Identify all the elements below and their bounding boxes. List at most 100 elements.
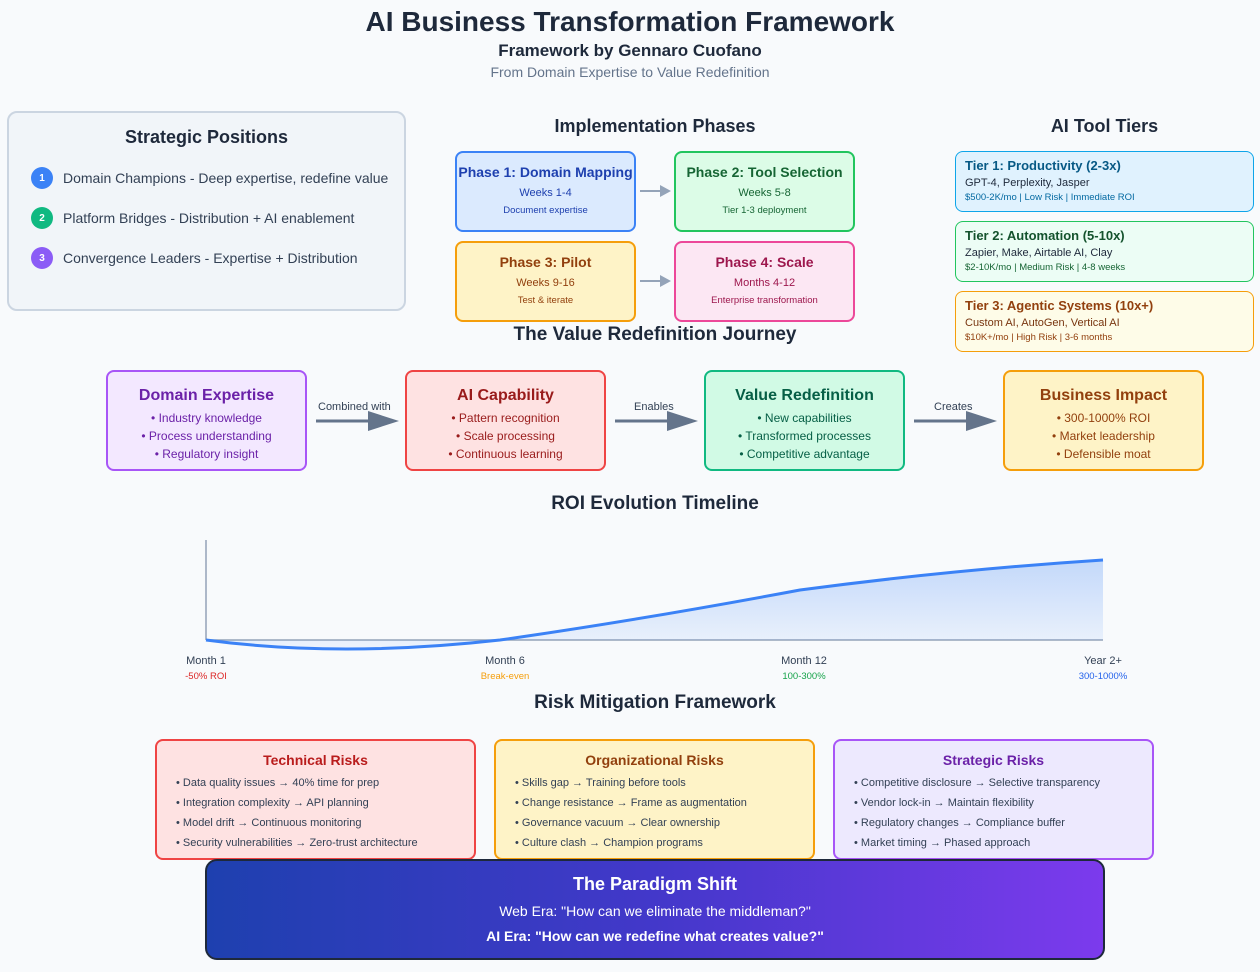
risk-item: • Culture clash → Champion programs	[515, 837, 703, 849]
journey-box-line: • Defensible moat	[1056, 447, 1151, 461]
strategic-positions-title: Strategic Positions	[124, 127, 289, 147]
phase-title: Phase 2: Tool Selection	[686, 164, 843, 180]
journey-box-line: • New capabilities	[757, 411, 852, 425]
risk-item: • Governance vacuum → Clear ownership	[515, 817, 720, 829]
phase-title: Phase 4: Scale	[715, 254, 814, 270]
position-label: Platform Bridges - Distribution + AI ena…	[63, 210, 355, 226]
page-subtitle: Framework by Gennaro Cuofano	[498, 41, 762, 60]
page-title: AI Business Transformation Framework	[365, 6, 895, 37]
risk-card-organizational: Organizational Risks • Skills gap → Trai…	[494, 739, 815, 860]
roi-milestone-value: -50% ROI	[185, 671, 227, 682]
position-label: Convergence Leaders - Expertise + Distri…	[63, 250, 358, 266]
tier-card: Tier 3: Agentic Systems (10x+) Custom AI…	[955, 291, 1254, 352]
connector-label: Combined with	[318, 401, 391, 413]
journey-box-line: • Competitive advantage	[739, 447, 870, 461]
tier-card: Tier 2: Automation (5-10x) Zapier, Make,…	[955, 221, 1254, 282]
journey-box-line: • 300-1000% ROI	[1056, 411, 1151, 425]
roi-line	[205, 558, 1104, 651]
risk-card-strategic: Strategic Risks • Competitive disclosure…	[833, 739, 1154, 860]
phase-weeks: Weeks 9-16	[516, 277, 575, 289]
tier-tools: GPT-4, Perplexity, Jasper	[965, 177, 1090, 189]
tier-meta: $10K+/mo | High Risk | 3-6 months	[965, 332, 1113, 343]
phase-card: Phase 4: Scale Months 4-12 Enterprise tr…	[674, 241, 855, 322]
arrow-right-icon	[640, 185, 671, 197]
journey-box-line: • Continuous learning	[448, 447, 563, 461]
arrow-right-icon	[640, 275, 671, 287]
strategic-position-item: 1 Domain Champions - Deep expertise, red…	[31, 166, 388, 190]
phase-desc: Document expertise	[503, 205, 588, 216]
roi-area	[206, 560, 1103, 649]
roi-curve-chart	[205, 540, 1104, 651]
risk-item: • Market timing → Phased approach	[854, 837, 1031, 849]
journey-box-title: Business Impact	[1039, 387, 1168, 404]
connector-label: Enables	[634, 401, 674, 413]
roi-milestone-value: 300-1000%	[1078, 671, 1128, 682]
paradigm-web-era: Web Era: "How can we eliminate the middl…	[499, 903, 811, 919]
risk-item: • Integration complexity → API planning	[176, 797, 369, 809]
paradigm-shift-banner: The Paradigm Shift Web Era: "How can we …	[205, 859, 1105, 960]
arrow-right-icon	[316, 411, 399, 431]
arrow-right-icon	[615, 411, 698, 431]
tier-tools: Custom AI, AutoGen, Vertical AI	[965, 317, 1120, 329]
phase-card: Phase 2: Tool Selection Weeks 5-8 Tier 1…	[674, 151, 855, 232]
journey-box-domain-expertise: Domain Expertise • Industry knowledge • …	[106, 370, 307, 471]
roi-milestone-value: Break-even	[480, 671, 530, 682]
phase-desc: Tier 1-3 deployment	[722, 205, 807, 216]
tier-title: Tier 1: Productivity (2-3x)	[965, 158, 1121, 173]
connector-label: Creates	[934, 401, 973, 413]
journey-box-title: Domain Expertise	[138, 387, 275, 404]
page-tagline: From Domain Expertise to Value Redefinit…	[490, 64, 770, 80]
risk-card-title: Strategic Risks	[942, 752, 1045, 768]
journey-box-line: • Market leadership	[1052, 429, 1155, 443]
roi-milestone-label: Month 6	[485, 655, 525, 667]
ai-tool-tiers-title: AI Tool Tiers	[1050, 116, 1159, 136]
phase-title: Phase 3: Pilot	[499, 254, 592, 270]
journey-box-title: AI Capability	[457, 387, 554, 404]
risk-item: • Skills gap → Training before tools	[515, 777, 686, 789]
tier-meta: $500-2K/mo | Low Risk | Immediate ROI	[965, 192, 1135, 203]
position-number-badge: 2	[31, 207, 53, 229]
phase-card: Phase 3: Pilot Weeks 9-16 Test & iterate	[455, 241, 636, 322]
roi-milestone-label: Year 2+	[1084, 655, 1122, 667]
risk-card-title: Organizational Risks	[585, 752, 724, 768]
phase-title: Phase 1: Domain Mapping	[458, 164, 633, 180]
journey-box-title: Value Redefinition	[735, 387, 874, 404]
paradigm-title: The Paradigm Shift	[572, 874, 738, 894]
tier-card: Tier 1: Productivity (2-3x) GPT-4, Perpl…	[955, 151, 1254, 212]
risk-item: • Model drift → Continuous monitoring	[176, 817, 362, 829]
paradigm-ai-era: AI Era: "How can we redefine what create…	[486, 928, 824, 944]
journey-box-line: • Industry knowledge	[151, 411, 262, 425]
risk-title: Risk Mitigation Framework	[534, 692, 776, 713]
implementation-phases-title: Implementation Phases	[554, 116, 756, 136]
tier-tools: Zapier, Make, Airtable AI, Clay	[965, 247, 1113, 259]
risk-item: • Security vulnerabilities → Zero-trust …	[176, 837, 418, 849]
roi-milestone-value: 100-300%	[782, 671, 826, 682]
journey-title: The Value Redefinition Journey	[513, 324, 797, 345]
journey-box-line: • Transformed processes	[738, 429, 871, 443]
risk-item: • Competitive disclosure → Selective tra…	[854, 777, 1100, 789]
journey-box-line: • Process understanding	[141, 429, 272, 443]
phase-desc: Test & iterate	[517, 295, 574, 306]
tier-title: Tier 3: Agentic Systems (10x+)	[965, 298, 1154, 313]
phase-card: Phase 1: Domain Mapping Weeks 1-4 Docume…	[455, 151, 636, 232]
phase-weeks: Weeks 5-8	[738, 187, 791, 199]
risk-item: • Change resistance → Frame as augmentat…	[515, 797, 747, 809]
phase-weeks: Months 4-12	[733, 277, 796, 289]
risk-card-title: Technical Risks	[263, 752, 368, 768]
roi-milestone-label: Month 1	[186, 655, 226, 667]
position-number-badge: 3	[31, 247, 53, 269]
strategic-position-item: 2 Platform Bridges - Distribution + AI e…	[31, 206, 354, 230]
roi-milestone-label: Month 12	[781, 655, 827, 667]
journey-box-ai-capability: AI Capability • Pattern recognition • Sc…	[405, 370, 606, 471]
risk-item: • Regulatory changes → Compliance buffer	[854, 817, 1065, 829]
strategic-positions-panel: Strategic Positions 1 Domain Champions -…	[7, 111, 406, 311]
position-label: Domain Champions - Deep expertise, redef…	[63, 170, 389, 186]
journey-box-business-impact: Business Impact • 300-1000% ROI • Market…	[1003, 370, 1204, 471]
journey-box-line: • Regulatory insight	[154, 447, 259, 461]
risk-item: • Data quality issues → 40% time for pre…	[176, 777, 380, 789]
risk-item: • Vendor lock-in → Maintain flexibility	[854, 797, 1034, 809]
position-number-badge: 1	[31, 167, 53, 189]
roi-title: ROI Evolution Timeline	[551, 493, 759, 514]
phase-weeks: Weeks 1-4	[519, 187, 572, 199]
journey-box-value-redefinition: Value Redefinition • New capabilities • …	[704, 370, 905, 471]
